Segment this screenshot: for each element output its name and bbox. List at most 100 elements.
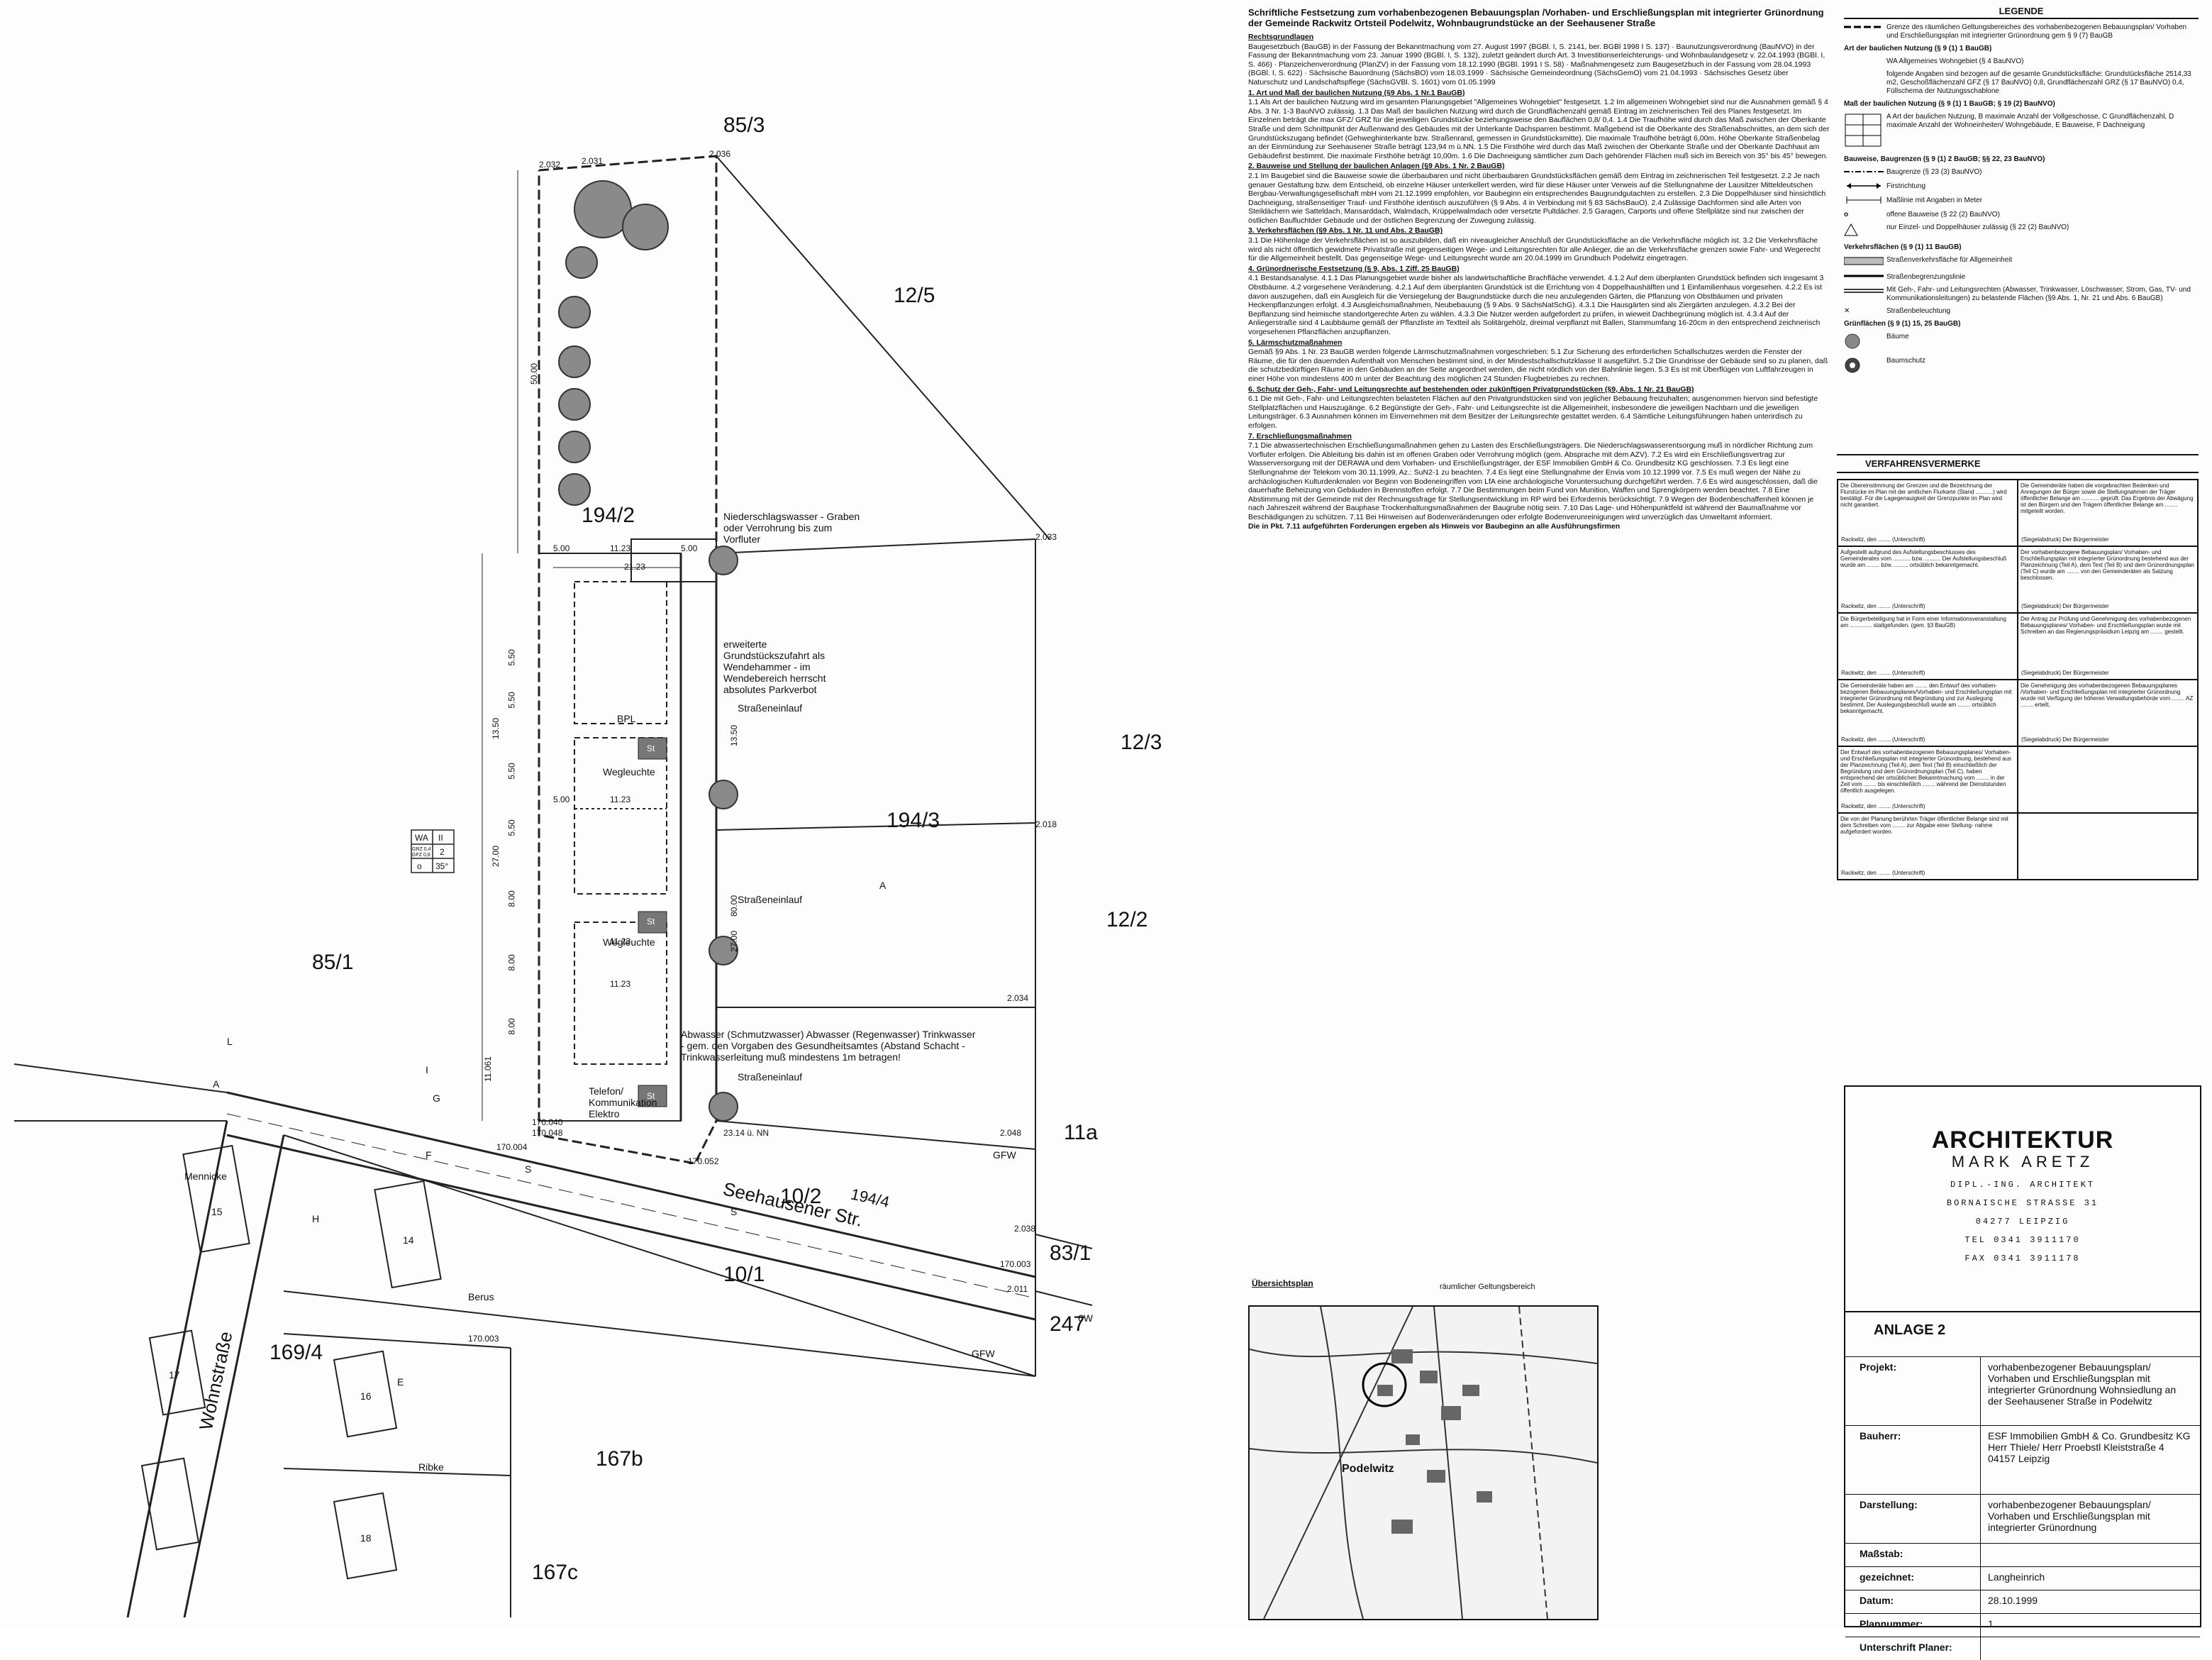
parcel-label: 169/4 — [269, 1341, 323, 1364]
title-key: Maßstab: — [1860, 1548, 1903, 1559]
legend-item: WA Allgemeines Wohngebiet (§ 4 BauNVO) — [1844, 57, 2199, 66]
parcel-label: 167c — [532, 1561, 579, 1584]
legend-item: Baugrenze (§ 23 (3) BauNVO) — [1844, 168, 2199, 178]
dim-label: 21.23 — [624, 562, 646, 572]
title-value — [1980, 1637, 2200, 1660]
title-value: vorhabenbezogener Bebauungsplan/ Vorhabe… — [1980, 1495, 2200, 1543]
site-plan: 85/3 12/5 194/2 12/3 194/3 85/1 12/2 11a… — [14, 14, 1220, 1617]
zone-letter: A — [213, 1078, 220, 1090]
dim-label: 5.50 — [506, 649, 517, 666]
legend-text: Maß der baulichen Nutzung (§ 9 (1) 1 Bau… — [1844, 100, 2055, 108]
procedure-cell: Die Übereinstimmung der Grenzen und die … — [1838, 480, 2018, 546]
zone-letter: L — [227, 1036, 233, 1047]
section-heading: 3. Verkehrsflächen (§9 Abs. 1 Nr. 11 und… — [1248, 226, 1443, 236]
elevation-label: 2.018 — [1035, 819, 1057, 829]
zone-letter: GFW — [972, 1348, 995, 1359]
dim-label: 5.50 — [506, 692, 517, 709]
legend-item: Bauweise, Baugrenzen (§ 9 (1) 2 BauGB; §… — [1844, 155, 2199, 164]
legend-item: Baumschutz — [1844, 357, 2199, 377]
dim-label: 5.00 — [553, 543, 570, 553]
zone-letter: I — [426, 1064, 428, 1075]
neighbor-label: Mennicke — [184, 1171, 227, 1182]
parcel-label: 10/1 — [723, 1263, 765, 1286]
elevation-label: 170.003 — [468, 1334, 499, 1344]
procedure-notes-title: VERFAHRENSVERMERKE — [1837, 454, 2199, 473]
elevation-label: 170.052 — [688, 1156, 719, 1166]
legend-item: nur Einzel- und Doppelhäuser zulässig (§… — [1844, 223, 2199, 239]
legend-item: Grünflächen (§ 9 (1) 15, 25 BauGB) — [1844, 320, 2199, 328]
legend-title: LEGENDE — [1844, 6, 2199, 19]
section-body: 3.1 Die Höhenlage der Verkehrsflächen is… — [1248, 236, 1821, 263]
parcel-label: 85/3 — [723, 114, 765, 137]
procedure-cell-text: Der Entwurf des vorhabenbezogenen Bebauu… — [1840, 749, 2012, 794]
section-body: Die in Pkt. 7.11 aufgeführten Forderunge… — [1248, 522, 1621, 531]
overview-map: Podelwitz — [1248, 1305, 1599, 1620]
address-line: TEL 0341 3911170 — [1964, 1235, 2081, 1245]
signature-line: (Siegelabdruck) Der Bürgermeister — [2021, 670, 2109, 676]
procedure-cell-text: Die Gemeinderäte haben die vorgebrachten… — [2021, 482, 2194, 514]
signature-line: Rackwitz, den ........ (Unterschrift) — [1841, 870, 1925, 876]
legend-text: A Art der baulichen Nutzung, B maximale … — [1886, 113, 2174, 129]
section-heading: 5. Lärmschutzmaßnahmen — [1248, 338, 1343, 347]
parcel-label: 167b — [596, 1447, 643, 1471]
title-value: 28.10.1999 — [1980, 1590, 2200, 1613]
signature-line: Rackwitz, den ........ (Unterschrift) — [1841, 803, 1925, 809]
legend-text: folgende Angaben sind bezogen auf die ge… — [1886, 70, 2191, 95]
neighbor-label: Berus — [468, 1291, 494, 1302]
title-row: Bauherr:ESF Immobilien GmbH & Co. Grundb… — [1845, 1425, 2200, 1494]
inlet-label: Straßeneinlauf — [738, 1071, 803, 1083]
legend-text: WA Allgemeines Wohngebiet (§ 4 BauNVO) — [1886, 57, 2024, 65]
legend-text: Firstrichtung — [1886, 182, 1926, 190]
zone-letter: A — [879, 880, 887, 891]
title-row: Datum: 28.10.1999 — [1845, 1590, 2200, 1613]
traffic-area-icon — [1843, 257, 1884, 265]
legend-text: Straßenverkehrsfläche für Allgemeinheit — [1886, 256, 2013, 264]
procedure-cell-text: Die Bürgerbeteiligung hat in Form einer … — [1840, 616, 2006, 629]
parcel-label: 12/5 — [894, 284, 935, 307]
dim-label: 8.00 — [506, 1018, 517, 1035]
legend-item: Mit Geh-, Fahr- und Leitungsrechten (Abw… — [1844, 286, 2199, 303]
procedure-notes-grid: Die Übereinstimmung der Grenzen und die … — [1837, 479, 2199, 880]
legend-item: Maß der baulichen Nutzung (§ 9 (1) 1 Bau… — [1844, 100, 2199, 109]
lamp-label: Wegleuchte — [603, 936, 655, 948]
zone-table-cell: GRZ 0,4 GFZ 0,8 — [412, 847, 431, 858]
dim-label: 11.23 — [610, 979, 631, 989]
house-number: 16 — [360, 1390, 372, 1402]
regulations-title: Schriftliche Festsetzung zum vorhabenbez… — [1248, 7, 1824, 28]
dimension-line-icon — [1846, 197, 1882, 204]
dim-label: 5.00 — [553, 795, 570, 804]
single-double-house-icon — [1844, 223, 1858, 236]
elevation-label: 170.048 — [532, 1128, 563, 1138]
title-key: Bauherr: — [1860, 1430, 1901, 1442]
title-key: Datum: — [1860, 1595, 1894, 1606]
dim-label: 5.00 — [681, 543, 698, 553]
signature-line: (Siegelabdruck) Der Bürgermeister — [2021, 536, 2109, 543]
dim-label: 11.23 — [610, 936, 631, 946]
parcel-label: 11a — [1064, 1121, 1098, 1144]
title-key: Projekt: — [1860, 1361, 1897, 1373]
logo-line: ARCHITEKTUR — [1931, 1127, 2114, 1153]
title-value: vorhabenbezogener Bebauungsplan/ Vorhabe… — [1980, 1357, 2200, 1425]
legend-text: Grenze des räumlichen Geltungsbereiches … — [1886, 23, 2187, 40]
parcel-label: 12/2 — [1106, 908, 1148, 931]
legend-item: Verkehrsflächen (§ 9 (1) 11 BauGB) — [1844, 243, 2199, 252]
procedure-cell: Der Entwurf des vorhabenbezogenen Bebauu… — [1838, 746, 2018, 813]
title-row: Darstellung:vorhabenbezogener Bebauungsp… — [1845, 1494, 2200, 1543]
parcel-label: 247 — [1050, 1312, 1086, 1336]
overview-title: Übersichtsplan — [1252, 1278, 1313, 1288]
legend-text: Verkehrsflächen (§ 9 (1) 11 BauGB) — [1844, 243, 1962, 251]
boundary-line-icon — [1844, 26, 1884, 28]
street-boundary-icon — [1844, 275, 1884, 277]
overview-caption: räumlicher Geltungsbereich — [1440, 1283, 1535, 1291]
section-body: 2.1 Im Baugebiet sind die Bauweise sowie… — [1248, 171, 1826, 225]
signature-line: Rackwitz, den ........ (Unterschrift) — [1841, 670, 1925, 676]
neighbor-label: Ribke — [418, 1461, 444, 1473]
parcel-label: 85/1 — [312, 951, 354, 974]
elevation-label: 2.011 — [1007, 1284, 1028, 1294]
section-body: Gemäß §9 Abs. 1 Nr. 23 BauGB werden folg… — [1248, 348, 1828, 383]
procedure-cell: Die von der Planung berührten Träger öff… — [1838, 813, 2018, 880]
legend: LEGENDE Grenze des räumlichen Geltungsbe… — [1843, 6, 2199, 440]
section-body: 4.1 Bestandsanalyse. 4.1.1 Das Planungsg… — [1248, 274, 1824, 336]
turning-area-note: erweiterte Grundstückszufahrt als Wendeh… — [723, 638, 826, 695]
